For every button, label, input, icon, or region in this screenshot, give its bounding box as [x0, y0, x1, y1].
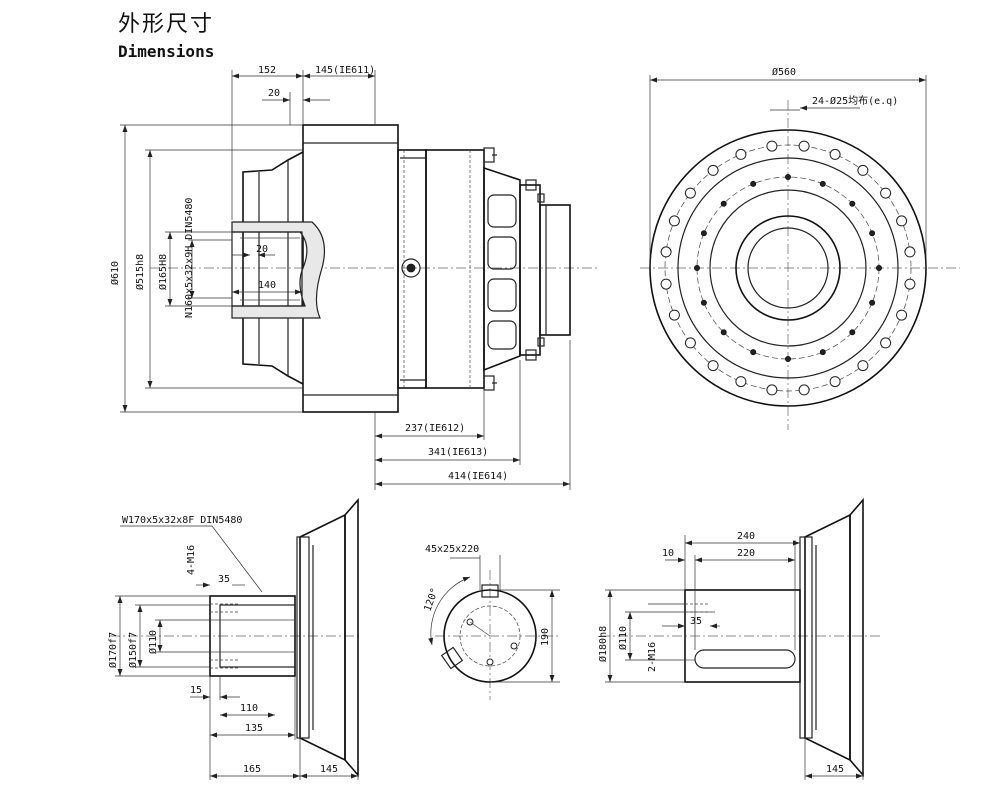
inner-bolt: [694, 264, 701, 271]
inner-bolts: [694, 173, 883, 362]
bolt-hole: [766, 140, 778, 152]
title-chinese: 外形尺寸: [118, 12, 215, 37]
bolt-hole: [829, 148, 841, 160]
bolt-hole: [904, 278, 916, 290]
bolt-hole: [735, 148, 747, 160]
bolt-hole: [684, 187, 696, 199]
bolt-hole: [798, 384, 810, 396]
inner-bolt: [876, 264, 883, 271]
dim-d110-a: Ø110: [147, 630, 159, 654]
dim-110: 110: [240, 703, 258, 714]
inner-bolt: [869, 230, 876, 237]
dim-145-a: 145: [320, 764, 338, 775]
inner-bolt: [720, 329, 727, 336]
title-english: Dimensions: [118, 42, 215, 61]
bolt-hole: [904, 246, 916, 258]
key-end-view: 120° 45x25x220 190: [422, 544, 560, 700]
dim-120-deg: 120°: [422, 587, 441, 613]
keyed-shaft-view: 240 10 220 Ø180h8 Ø110 2-M16 35 145: [597, 497, 880, 780]
bolt-hole: [707, 164, 719, 176]
outer-bolt-holes: [660, 140, 916, 396]
inner-bolt: [750, 180, 757, 187]
front-view: Ø560 24-Ø25均布(e.q): [640, 66, 960, 430]
bolt-hole: [880, 187, 892, 199]
dim-2-m16: 2-M16: [647, 642, 658, 672]
dim-35-a: 35: [218, 574, 230, 585]
dim-165: 165: [243, 764, 261, 775]
dim-d180: Ø180h8: [597, 626, 609, 662]
bolt-hole: [798, 140, 810, 152]
dim-15: 15: [190, 685, 202, 696]
dim-4-m16: 4-M16: [186, 545, 197, 575]
bolt-hole: [684, 337, 696, 349]
dim-holes: 24-Ø25均布(e.q): [812, 95, 898, 107]
dim-d150: Ø150f7: [127, 632, 139, 668]
inner-bolt: [849, 329, 856, 336]
dim-d110-b: Ø110: [617, 626, 629, 650]
dim-d560: Ø560: [772, 66, 796, 78]
dim-140: 140: [258, 280, 276, 291]
inner-bolt: [819, 180, 826, 187]
bolt-hole: [660, 246, 672, 258]
dim-341: 341(IE613): [428, 447, 488, 458]
inner-bolt: [785, 173, 792, 180]
dim-20-top: 20: [268, 88, 280, 99]
dim-d170: Ø170f7: [107, 632, 119, 668]
inner-bolt: [785, 355, 792, 362]
inner-bolt: [720, 200, 727, 207]
dim-spline-w170: W170x5x32x8F DIN5480: [122, 515, 242, 526]
dim-key: 45x25x220: [425, 544, 479, 555]
bolt-hole: [660, 278, 672, 290]
bolt-hole: [857, 164, 869, 176]
dim-190: 190: [540, 628, 551, 646]
inner-bolt: [849, 200, 856, 207]
inner-bolt: [700, 230, 707, 237]
bolt-hole: [896, 215, 908, 227]
dim-20-inner: 20: [256, 244, 268, 255]
bolt-hole: [829, 376, 841, 388]
dim-10: 10: [662, 548, 674, 559]
bolt-hole: [668, 309, 680, 321]
dim-240: 240: [737, 531, 755, 542]
dim-145-ie611: 145(IE611): [315, 65, 375, 76]
bolt-hole: [735, 376, 747, 388]
dim-145-b: 145: [826, 764, 844, 775]
dim-35-b: 35: [690, 616, 702, 627]
dim-414: 414(IE614): [448, 471, 508, 482]
dim-220: 220: [737, 548, 755, 559]
dim-d610: Ø610: [109, 261, 121, 285]
dim-135: 135: [245, 723, 263, 734]
inner-bolt: [700, 299, 707, 306]
dim-152: 152: [258, 65, 276, 76]
spline-shaft-view: W170x5x32x8F DIN5480 4-M16 35 Ø170f7 Ø15…: [107, 497, 360, 780]
bolt-hole: [766, 384, 778, 396]
dim-spline-inner: N160x5x32x9H DIN5480: [184, 198, 195, 318]
dim-237: 237(IE612): [405, 423, 465, 434]
inner-bolt: [819, 349, 826, 356]
side-view: 152 145(IE611) 20 Ø610 Ø515h8 Ø165H8 N16…: [109, 65, 600, 490]
dim-d515: Ø515h8: [134, 254, 146, 290]
inner-bolt: [869, 299, 876, 306]
inner-bolt: [750, 349, 757, 356]
bolt-hole: [707, 360, 719, 372]
bolt-hole: [668, 215, 680, 227]
bolt-hole: [896, 309, 908, 321]
dim-d165: Ø165H8: [157, 254, 169, 290]
bolt-hole: [857, 360, 869, 372]
bolt-hole: [880, 337, 892, 349]
